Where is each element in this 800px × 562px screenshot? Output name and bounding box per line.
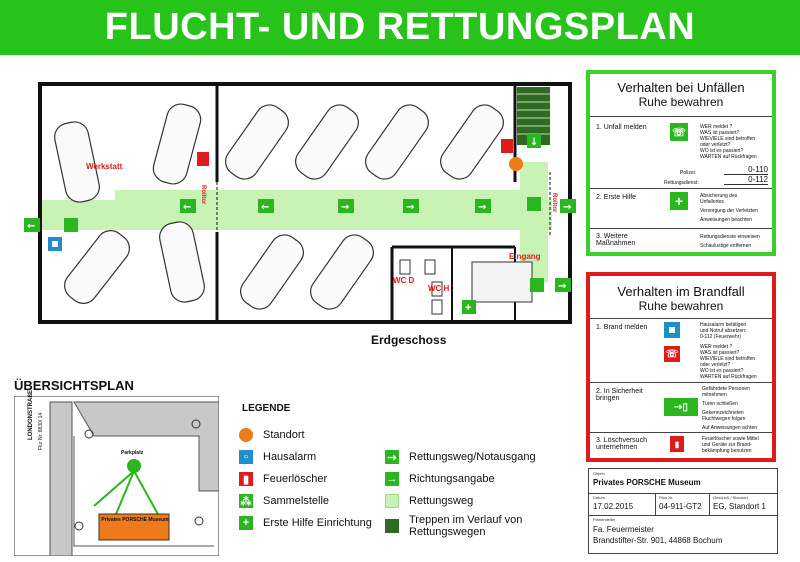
escape-route-hall: [115, 190, 535, 210]
first-aid-icon: +: [670, 192, 688, 210]
svg-text:→: →: [406, 202, 414, 213]
exit-sign: [64, 218, 78, 232]
polizei-number: 0-110: [724, 165, 768, 175]
fire-panel: Verhalten im Brandfall Ruhe bewahren 1. …: [586, 272, 776, 462]
overview-map: [14, 396, 219, 556]
plan-title: FLUCHT- UND RETTUNGSPLAN: [0, 0, 800, 55]
legend-item-sammelstelle: ⁂Sammelstelle: [239, 494, 330, 508]
polizei-label: Polizei:: [680, 170, 697, 176]
svg-text:→: →: [341, 202, 349, 213]
alarm-icon: ▫: [239, 450, 253, 464]
legend-item-feuerloescher: ▮Feuerlöscher: [239, 468, 379, 490]
accident-subtitle: Ruhe bewahren: [638, 95, 724, 109]
wc-d-label: WC D: [393, 276, 415, 285]
rolltor-label-2: Rolltor: [551, 193, 557, 213]
werkstatt-label: Werkstatt: [86, 162, 123, 171]
legend-item-richtung: →Richtungsangabe: [385, 472, 495, 486]
svg-text:→: →: [558, 281, 566, 292]
fire-step-2: 2. In Sicherheit bringen: [596, 388, 643, 402]
plan-number: 04-911-GT2: [659, 502, 702, 511]
legend-right: ⇢Rettungsweg/Notausgang →Richtungsangabe…: [385, 446, 555, 540]
rettung-number: 0-112: [724, 175, 768, 185]
overview-title: ÜBERSICHTSPLAN: [14, 378, 134, 393]
rolltor-label-1: Rolltor: [200, 185, 206, 205]
svg-text:←: ←: [183, 202, 191, 213]
wc-h-label: WC H: [428, 284, 450, 293]
arrow-right-icon: →: [385, 472, 399, 486]
fire-subtitle: Ruhe bewahren: [638, 299, 724, 313]
parkplatz-label: Parkplatz: [121, 450, 144, 456]
accident-text: WER meldet ?: [700, 124, 733, 130]
floor-caption: Erdgeschoss: [371, 333, 447, 347]
plan-date: 17.02.2015: [593, 502, 634, 511]
fire-title: Verhalten im Brandfall: [617, 284, 745, 299]
legend-item-treppen: Treppen im Verlauf von Rettungswegen: [385, 512, 555, 540]
fire-step-3: 3. Löschversuch unternehmen: [596, 437, 647, 451]
fire-step-1: 1. Brand melden: [596, 324, 648, 331]
svg-text:+: +: [465, 302, 471, 314]
accident-panel: Verhalten bei Unfällen Ruhe bewahren 1. …: [586, 70, 776, 256]
accident-step-2: 2. Erste Hilfe: [596, 194, 637, 201]
standort-marker: [509, 157, 523, 171]
legend-item-hausalarm: ▫Hausalarm: [239, 446, 379, 468]
legend-item-rettungsweg: Rettungsweg: [385, 490, 555, 512]
title-block: Objekt Privates PORSCHE Museum Datum 17.…: [588, 468, 778, 554]
first-aid-icon: +: [239, 516, 253, 530]
extinguisher-icon: [197, 152, 209, 166]
exit-icon: ⇢: [385, 450, 399, 464]
phone-icon: ☏: [664, 346, 680, 362]
svg-text:→: →: [563, 202, 571, 213]
legend-item-rettungsweg-notausgang: ⇢Rettungsweg/Notausgang: [385, 446, 555, 468]
accident-title: Verhalten bei Unfällen: [617, 80, 745, 95]
legend-left: Standort ▫Hausalarm ▮Feuerlöscher ⁂Samme…: [239, 424, 379, 534]
museum-label: Privates PORSCHE Museum: [101, 517, 169, 523]
plan-location: EG, Standort 1: [713, 502, 766, 511]
direction-arrows: [24, 134, 576, 292]
parked-cars: [54, 103, 504, 310]
escape-sign-icon: ⇢▯: [664, 398, 698, 416]
first-aid-icon: [462, 300, 476, 314]
assembly-point-icon: ⁂: [239, 494, 253, 508]
phone-icon: ☏: [670, 123, 688, 141]
standort-icon: [239, 428, 253, 442]
eingang-label: Eingang: [509, 252, 541, 261]
accident-step-1: 1. Unfall melden: [596, 124, 647, 131]
planer-address: Brandstifter-Str. 901, 44868 Bochum: [593, 536, 723, 545]
rettung-label: Rettungsdienst:: [664, 180, 699, 186]
legend-title: LEGENDE: [242, 403, 291, 414]
svg-text:→: →: [478, 202, 486, 213]
planer-name: Fa. Feuermeister: [593, 525, 654, 534]
extinguisher-icon: ▮: [670, 436, 684, 452]
stairs-swatch: [385, 519, 399, 533]
extinguisher-icon: ▮: [239, 472, 253, 486]
svg-text:←: ←: [261, 202, 269, 213]
legend-item-standort: Standort: [239, 424, 379, 446]
route-swatch: [385, 494, 399, 508]
svg-text:↓: ↓: [530, 137, 538, 148]
accident-step-3: 3. Weitere Maßnahmen: [596, 233, 636, 247]
flur-label: Flur Nr. 8830/ 14: [38, 412, 44, 450]
svg-text:←: ←: [27, 221, 35, 232]
legend-item-erste-hilfe: +Erste Hilfe Einrichtung: [239, 512, 379, 534]
floor-plan: ← ← → → → ← → → ↓ +: [24, 82, 576, 324]
street-label: LONDONSTRAßE: [28, 390, 34, 440]
object-name: Privates PORSCHE Museum: [593, 478, 701, 487]
alarm-icon: [664, 322, 680, 338]
